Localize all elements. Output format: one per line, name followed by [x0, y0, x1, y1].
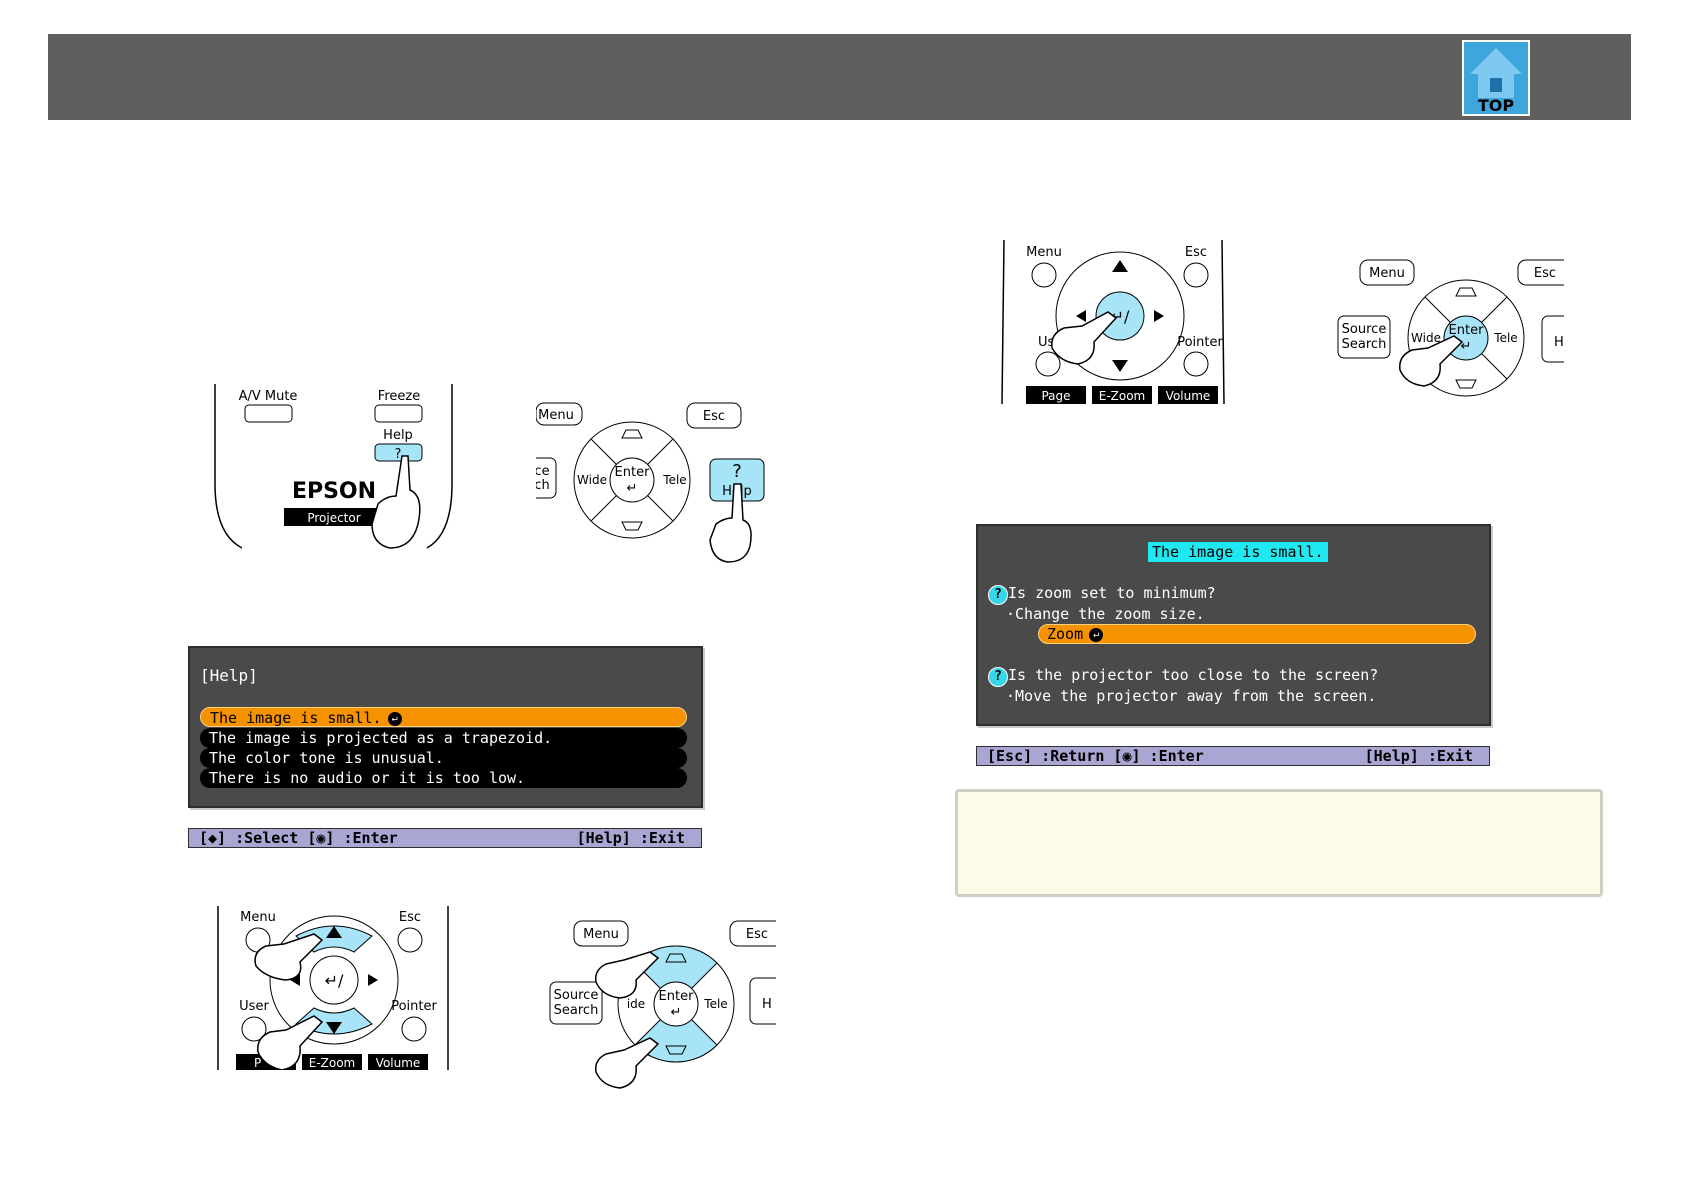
- svg-text:Enter: Enter: [1449, 323, 1485, 338]
- remote-arrows-illustration: Menu Esc ↵/ User Pointer P E-Zoom Volume: [214, 906, 454, 1071]
- hand-icon: [1051, 311, 1118, 365]
- svg-text:A/V Mute: A/V Mute: [239, 389, 298, 404]
- svg-text:?: ?: [732, 461, 742, 482]
- svg-text:Volume: Volume: [1166, 389, 1211, 403]
- top-link[interactable]: TOP: [1462, 40, 1530, 116]
- svg-text:Search: Search: [1342, 337, 1387, 352]
- svg-text:Tele: Tele: [1493, 331, 1517, 345]
- help-menu-title: [Help]: [200, 666, 258, 685]
- header-bar: [48, 34, 1631, 120]
- svg-text:Wide: Wide: [577, 473, 607, 487]
- svg-text:↵: ↵: [627, 481, 638, 496]
- panel-enter-illustration: Menu Esc Source Search Enter ↵ Wide Tele…: [1336, 256, 1583, 402]
- svg-text:Tele: Tele: [703, 997, 727, 1011]
- svg-text:Us: Us: [1038, 335, 1055, 350]
- svg-text:Source: Source: [554, 988, 599, 1003]
- svg-text:H: H: [762, 997, 772, 1012]
- svg-text:P: P: [254, 1056, 261, 1070]
- svg-text:E-Zoom: E-Zoom: [1099, 389, 1146, 403]
- help-item[interactable]: The color tone is unusual.: [200, 748, 687, 768]
- svg-text:Menu: Menu: [1369, 266, 1405, 281]
- svg-text:Enter: Enter: [615, 465, 651, 480]
- svg-text:Pointer: Pointer: [1177, 335, 1223, 350]
- help-menu-screen: [Help] The image is small.↵ The image is…: [188, 646, 703, 808]
- svg-text:User: User: [239, 999, 269, 1014]
- answer-title: The image is small.: [1148, 542, 1328, 562]
- help-item[interactable]: There is no audio or it is too low.: [200, 768, 687, 788]
- hand-icon: [1399, 335, 1464, 387]
- question-row: ?Is the projector too close to the scree…: [988, 665, 1378, 687]
- svg-text:Tele: Tele: [662, 473, 686, 487]
- hand-icon: [709, 483, 752, 563]
- question-icon: ?: [988, 585, 1008, 605]
- svg-text:Esc: Esc: [746, 927, 768, 942]
- svg-text:Source: Source: [1342, 322, 1387, 337]
- help-answer-screen: The image is small. ?Is zoom set to mini…: [976, 524, 1491, 726]
- svg-text:Esc: Esc: [1185, 245, 1207, 260]
- remote-help-illustration: A/V Mute Freeze Help ? EPSON Projector: [212, 384, 462, 550]
- remote-enter-illustration: Menu Esc ↵/ Us Pointer Page E-Zoom Volum…: [992, 239, 1232, 405]
- answer-text: ·Move the projector away from the screen…: [1006, 687, 1377, 705]
- svg-text:Search: Search: [554, 1003, 599, 1018]
- svg-text:ide: ide: [627, 997, 645, 1011]
- answer-text: ·Change the zoom size.: [1006, 605, 1205, 623]
- svg-text:?: ?: [395, 447, 402, 462]
- svg-text:Page: Page: [1041, 389, 1070, 403]
- svg-text:Menu: Menu: [583, 927, 619, 942]
- hand-icon: [594, 1037, 660, 1089]
- svg-text:Pointer: Pointer: [391, 999, 437, 1014]
- note-box: [955, 789, 1603, 897]
- svg-text:Menu: Menu: [538, 408, 574, 423]
- svg-text:Esc: Esc: [703, 409, 725, 424]
- answer-statusbar: [Esc] :Return [◉] :Enter [Help] :Exit: [976, 746, 1490, 766]
- svg-text:Freeze: Freeze: [378, 389, 420, 404]
- hand-icon: [594, 951, 660, 999]
- zoom-button[interactable]: Zoom↵: [1038, 624, 1476, 644]
- svg-text:H: H: [1554, 335, 1564, 350]
- svg-text:↵/: ↵/: [325, 971, 344, 990]
- hand-icon: [257, 1015, 324, 1071]
- svg-text:ch: ch: [536, 478, 550, 493]
- panel-help-illustration: Menu Esc ce ch Enter ↵ Wide Tele ? Help: [523, 400, 772, 564]
- question-row: ?Is zoom set to minimum?: [988, 583, 1216, 605]
- help-item[interactable]: The image is projected as a trapezoid.: [200, 728, 687, 748]
- help-menu-statusbar: [◆] :Select [◉] :Enter [Help] :Exit: [188, 828, 702, 848]
- svg-text:Projector: Projector: [307, 511, 360, 525]
- svg-text:Esc: Esc: [1534, 266, 1556, 281]
- svg-text:Menu: Menu: [240, 910, 276, 925]
- svg-text:Help: Help: [383, 428, 413, 443]
- svg-text:Volume: Volume: [376, 1056, 421, 1070]
- home-icon: [1470, 48, 1522, 98]
- question-icon: ?: [988, 667, 1008, 687]
- svg-text:Menu: Menu: [1026, 245, 1062, 260]
- svg-text:E-Zoom: E-Zoom: [309, 1056, 356, 1070]
- svg-text:Esc: Esc: [399, 910, 421, 925]
- svg-text:↵: ↵: [671, 1005, 682, 1020]
- svg-text:↵/: ↵/: [1111, 307, 1130, 326]
- svg-text:Wide: Wide: [1411, 331, 1441, 345]
- svg-text:Enter: Enter: [659, 989, 695, 1004]
- panel-arrows-illustration: Menu Esc Source Search Enter ↵ ide Tele …: [546, 918, 791, 1090]
- top-logo-text: TOP: [1478, 96, 1515, 115]
- hand-icon: [371, 455, 421, 549]
- svg-text:ce: ce: [536, 464, 550, 479]
- help-item-selected[interactable]: The image is small.↵: [200, 707, 687, 727]
- svg-text:↵: ↵: [1461, 339, 1472, 354]
- svg-text:EPSON: EPSON: [292, 479, 376, 504]
- hand-icon: [254, 933, 324, 981]
